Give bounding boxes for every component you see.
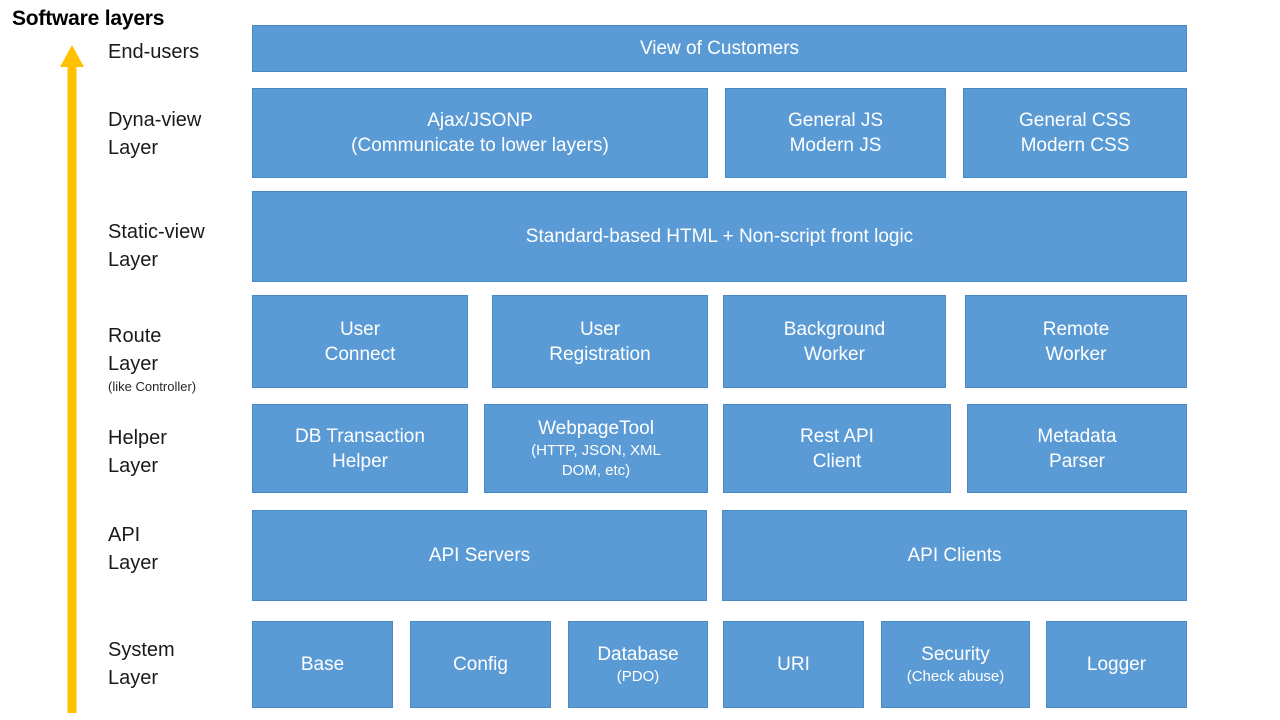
layer-label-line2: Layer (108, 137, 159, 159)
box-line-1: User (339, 318, 381, 340)
layer-box-ajax-jsonp[interactable]: Ajax/JSONP (Communicate to lower layers) (252, 88, 708, 178)
layer-label-line1: Static-view (108, 221, 205, 243)
layer-box-db-transaction-helper[interactable]: DB Transaction Helper (252, 404, 468, 493)
box-line-2: Worker (1045, 343, 1107, 365)
box-line-1: API Servers (428, 545, 531, 566)
box-line-1: URI (777, 654, 810, 675)
box-line-2: Connect (324, 343, 396, 365)
layer-label-line2: Layer (108, 667, 159, 689)
layer-label-text: End-users (108, 41, 200, 63)
box-line-2: (Communicate to lower layers) (351, 135, 609, 156)
layer-box-remote-worker[interactable]: Remote Worker (965, 295, 1187, 388)
layer-box-security[interactable]: Security (Check abuse) (881, 621, 1030, 708)
layer-label-helper: Helper Layer (108, 424, 167, 480)
layer-box-logger[interactable]: Logger (1046, 621, 1187, 708)
layer-box-database[interactable]: Database (PDO) (568, 621, 708, 708)
layer-label-line1: API (108, 524, 141, 546)
layer-box-general-js[interactable]: General JS Modern JS (725, 88, 946, 178)
layer-box-api-clients[interactable]: API Clients (722, 510, 1187, 601)
box-line-1: General JS (787, 110, 884, 131)
box-line-1: View of Customers (639, 38, 800, 59)
layer-label-line1: System (108, 639, 175, 661)
layer-box-metadata-parser[interactable]: Metadata Parser (967, 404, 1187, 493)
box-line-2: Modern JS (789, 135, 882, 156)
layer-label-api: API Layer (108, 521, 158, 577)
layer-label-route: Route Layer (like Controller) (108, 322, 196, 395)
box-line-1: WebpageTool (538, 418, 654, 439)
box-line-1: Rest API (800, 425, 874, 447)
box-line-1: Base (300, 654, 345, 675)
layer-box-background-worker[interactable]: Background Worker (723, 295, 946, 388)
box-line-1: Background (783, 318, 886, 340)
box-line-1: User (579, 318, 621, 340)
layer-label-end-users: End-users (108, 38, 199, 66)
layer-box-api-servers[interactable]: API Servers (252, 510, 707, 601)
layer-box-general-css[interactable]: General CSS Modern CSS (963, 88, 1187, 178)
layer-box-user-connect[interactable]: User Connect (252, 295, 468, 388)
box-line-2: (PDO) (616, 668, 660, 685)
layer-label-line2: Layer (108, 552, 159, 574)
box-line-1: Standard-based HTML + Non-script front l… (525, 226, 914, 247)
page-title: Software layers (12, 7, 165, 30)
layer-label-system: System Layer (108, 636, 175, 692)
layer-label-dyna-view: Dyna-view Layer (108, 106, 201, 162)
box-line-1: Logger (1086, 654, 1147, 675)
box-line-2: Parser (1049, 450, 1105, 472)
layer-label-line2: Layer (108, 455, 159, 477)
box-line-2: Helper (332, 450, 388, 472)
box-line-1: Ajax/JSONP (427, 110, 533, 131)
layer-label-line1: Route (108, 325, 162, 347)
box-line-2: Worker (804, 343, 865, 365)
layer-box-webpagetool[interactable]: WebpageTool (HTTP, JSON, XML DOM, etc) (484, 404, 708, 493)
box-line-1: Config (453, 654, 508, 675)
layer-box-config[interactable]: Config (410, 621, 551, 708)
box-line-1: Metadata (1037, 425, 1117, 447)
box-line-1: Database (597, 644, 679, 665)
box-line-2: (HTTP, JSON, XML (531, 442, 661, 459)
layer-box-rest-api-client[interactable]: Rest API Client (723, 404, 951, 493)
box-line-2: (Check abuse) (906, 668, 1005, 685)
box-line-3: DOM, etc) (561, 462, 631, 479)
box-line-2: Registration (549, 343, 651, 365)
box-line-1: API Clients (907, 545, 1002, 566)
layer-label-line2: Layer (108, 353, 159, 375)
layer-box-user-registration[interactable]: User Registration (492, 295, 708, 388)
layer-label-static-view: Static-view Layer (108, 218, 205, 274)
box-line-1: DB Transaction (295, 425, 425, 447)
upward-flow-arrow-icon (60, 45, 84, 713)
layer-label-line1: Helper (108, 427, 167, 449)
layer-label-line2: Layer (108, 249, 159, 271)
layer-box-uri[interactable]: URI (723, 621, 864, 708)
box-line-1: General CSS (1019, 110, 1131, 131)
box-line-2: Client (812, 450, 862, 472)
layer-box-standard-based-html[interactable]: Standard-based HTML + Non-script front l… (252, 191, 1187, 282)
box-line-1: Security (921, 644, 990, 665)
layer-label-sublabel: (like Controller) (108, 379, 197, 394)
layer-label-line1: Dyna-view (108, 109, 202, 131)
layer-box-view-of-customers[interactable]: View of Customers (252, 25, 1187, 72)
box-line-2: Modern CSS (1020, 135, 1130, 156)
box-line-1: Remote (1042, 318, 1110, 340)
layer-box-base[interactable]: Base (252, 621, 393, 708)
